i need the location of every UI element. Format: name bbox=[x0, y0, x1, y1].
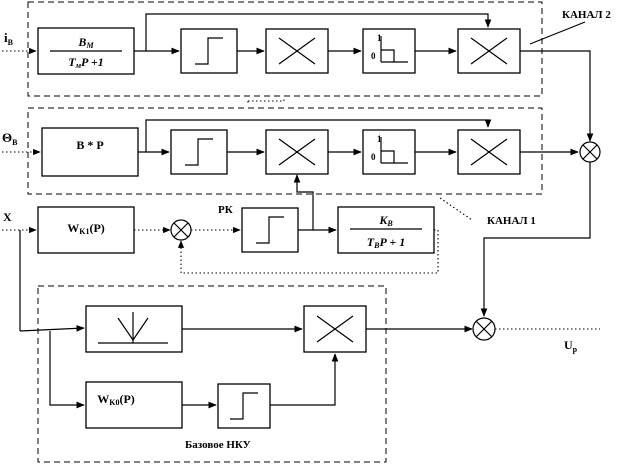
base-relay-block bbox=[217, 383, 271, 429]
input-theta-label: ΘВ bbox=[2, 130, 18, 147]
rk-label: РК bbox=[218, 204, 233, 216]
wk0-label: WK0(P) bbox=[97, 392, 135, 407]
output-u-label: Uр bbox=[564, 338, 578, 354]
base-nku-frame bbox=[37, 285, 387, 463]
feedback-summing-junction bbox=[170, 219, 192, 241]
ch1-step-one: 1 bbox=[377, 134, 382, 144]
base-nku: WK0(P) Базовое НКУ bbox=[19, 230, 367, 451]
ch2-relay-icon bbox=[195, 37, 223, 65]
wk1-block bbox=[37, 206, 135, 254]
base-multiplier-block bbox=[303, 305, 367, 353]
input-x-label: X bbox=[3, 210, 12, 224]
bm-numerator: BМ bbox=[77, 35, 94, 50]
base-nku-label: Базовое НКУ bbox=[185, 439, 251, 451]
ch1-relay-icon bbox=[185, 138, 213, 166]
channel1-row: ΘВ B * P 1 0 bbox=[2, 119, 579, 177]
ch2-step-zero: 0 bbox=[371, 51, 376, 61]
bp-block bbox=[41, 127, 139, 177]
ch1-relay-block bbox=[170, 129, 228, 175]
input-i-label: iВ bbox=[4, 30, 14, 47]
wk0-block bbox=[85, 381, 183, 429]
abs-block bbox=[85, 305, 183, 353]
rk-relay-icon bbox=[256, 216, 284, 244]
ch2-output-multiplier-block bbox=[457, 28, 521, 74]
channel-summing-junction bbox=[579, 141, 601, 163]
kv-denominator: TВP + 1 bbox=[367, 235, 405, 250]
channel2-row: iВ BМ TмP +1 1 0 bbox=[2, 13, 594, 142]
wk1-label: WK1(P) bbox=[67, 221, 105, 236]
ch2-step-one: 1 bbox=[377, 33, 382, 43]
rk-relay-block bbox=[241, 207, 299, 253]
ch1-step-zero: 0 bbox=[371, 152, 376, 162]
output-summing-junction bbox=[472, 317, 496, 341]
control-row: X WK1(P) РК KВ TВP + 1 bbox=[2, 174, 439, 274]
channel2-frame bbox=[27, 1, 543, 97]
ch2-relay-block bbox=[180, 28, 238, 74]
kv-numerator: KВ bbox=[378, 213, 393, 228]
channel1-label: КАНАЛ 1 bbox=[487, 215, 536, 227]
base-relay-icon bbox=[230, 392, 258, 420]
bm-denominator: TмP +1 bbox=[68, 55, 104, 70]
channel2-label: КАНАЛ 2 bbox=[562, 9, 611, 21]
bp-label: B * P bbox=[76, 138, 103, 152]
ch2-step-block bbox=[362, 28, 416, 74]
